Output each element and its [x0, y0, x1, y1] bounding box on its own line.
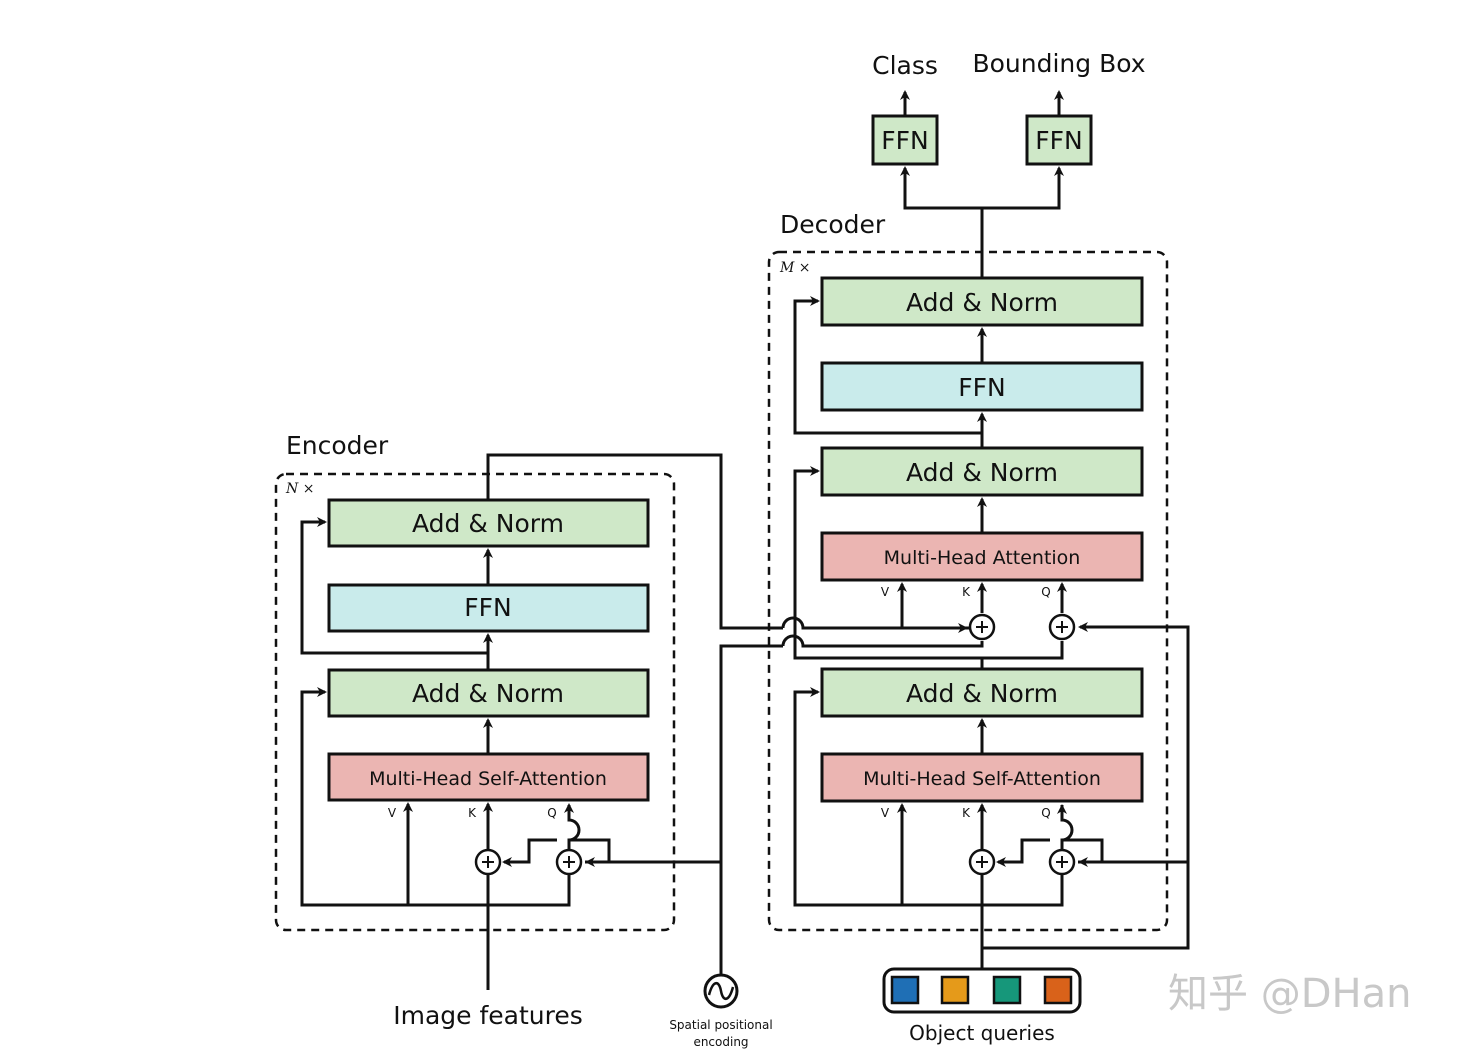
decoder-mha-label: Multi-Head Attention — [884, 547, 1081, 569]
dec-ffn-residual — [793, 296, 982, 435]
decoder-add-norm-2 — [820, 446, 1144, 497]
decoder-add-norm-3 — [820, 276, 1144, 327]
watermark: 知乎 @DHan — [1168, 971, 1411, 1017]
enc-mhsa-q-label: Q — [547, 806, 556, 820]
image-features-label: Image features — [393, 1001, 583, 1030]
dec-mha-k-label: K — [962, 585, 971, 599]
bbox-ffn-box — [1025, 114, 1093, 166]
encoder-ffn-label: FFN — [464, 593, 511, 622]
enc-mhsa-q-arrow — [567, 806, 581, 849]
object-query-1 — [890, 975, 920, 1005]
dec-pos-to-k-arrow — [996, 838, 1050, 867]
decoder-repeat-label: M × — [779, 260, 811, 276]
dec-mhsa-q-arrow — [1060, 805, 1074, 849]
encoder-dashed-frame — [274, 472, 676, 932]
encoder-memory-line — [486, 453, 783, 630]
pos-enc-up — [719, 644, 783, 862]
dec-mha-v-label: V — [881, 585, 890, 599]
dec-mhsa-residual — [793, 687, 982, 907]
pos-enc-to-encoder — [585, 857, 723, 975]
pos-enc-label-line2: encoding — [693, 1035, 748, 1049]
object-query-slots — [890, 975, 1073, 1005]
pos-enc-label-line1: Spatial positional — [669, 1018, 772, 1032]
object-query-4 — [1043, 975, 1073, 1005]
encoder-add-norm-2-label: Add & Norm — [412, 509, 564, 538]
object-query-3 — [992, 975, 1022, 1005]
enc-pos-to-k-arrow — [502, 838, 557, 867]
encoder: Encoder N × Add & Norm FFN Add & Norm Mu… — [274, 431, 984, 990]
dec-mha-q-label: Q — [1041, 585, 1050, 599]
class-label: Class — [872, 51, 938, 80]
object-query-2 — [940, 975, 970, 1005]
decoder-add-norm-2-label: Add & Norm — [906, 458, 1058, 487]
decoder-title: Decoder — [780, 210, 886, 239]
enc-mhsa-k-label: K — [468, 806, 477, 820]
enc-mhsa-residual — [300, 687, 488, 907]
object-queries-label: Object queries — [909, 1021, 1055, 1045]
encoder-multi-head-self-attention — [327, 752, 650, 802]
dec-mhsa-q-label: Q — [1041, 806, 1050, 820]
pos-enc-to-decoder-k — [781, 634, 984, 648]
encoder-add-norm-1-label: Add & Norm — [412, 679, 564, 708]
decoder-multi-head-attention — [820, 531, 1144, 582]
dec-addnorm1-to-q — [980, 641, 1064, 669]
dec-query-to-q-plus — [982, 874, 1064, 907]
decoder-dashed-frame — [767, 250, 1169, 932]
dec-mhsa-k-label: K — [962, 806, 971, 820]
decoder-to-bbox-arrow — [982, 166, 1064, 210]
enc-ffn-residual — [300, 517, 488, 655]
decoder-ffn-label: FFN — [958, 373, 1005, 402]
dec-mhsa-v-label: V — [881, 806, 890, 820]
bounding-box-label: Bounding Box — [972, 49, 1145, 78]
encoder-ffn — [327, 583, 650, 633]
encoder-add-norm-2 — [327, 498, 650, 548]
decoder: Decoder M × Add & Norm FFN Add & Norm Mu… — [767, 210, 1190, 968]
encoder-mhsa-label: Multi-Head Self-Attention — [369, 768, 607, 790]
encoder-title: Encoder — [286, 431, 389, 460]
class-ffn-label: FFN — [881, 126, 928, 155]
decoder-ffn — [820, 361, 1144, 412]
bbox-ffn-label: FFN — [1035, 126, 1082, 155]
encoder-repeat-label: N × — [285, 481, 314, 497]
decoder-to-class-arrow — [900, 166, 984, 278]
output-heads: Class Bounding Box FFN FFN — [871, 49, 1146, 278]
encoder-memory-to-k — [781, 616, 970, 630]
decoder-add-norm-1 — [820, 667, 1144, 718]
enc-mhsa-v-label: V — [388, 806, 397, 820]
decoder-add-norm-3-label: Add & Norm — [906, 288, 1058, 317]
class-ffn-box — [871, 114, 939, 166]
dec-mha-residual — [793, 466, 982, 660]
dec-query-pos-to-mha-q — [982, 622, 1190, 950]
decoder-add-norm-1-label: Add & Norm — [906, 679, 1058, 708]
enc-features-to-q-plus — [488, 874, 571, 907]
object-queries-container — [882, 967, 1082, 1014]
inputs: Image features Spatial positional encodi… — [393, 967, 1082, 1049]
decoder-mhsa-label: Multi-Head Self-Attention — [863, 768, 1101, 790]
